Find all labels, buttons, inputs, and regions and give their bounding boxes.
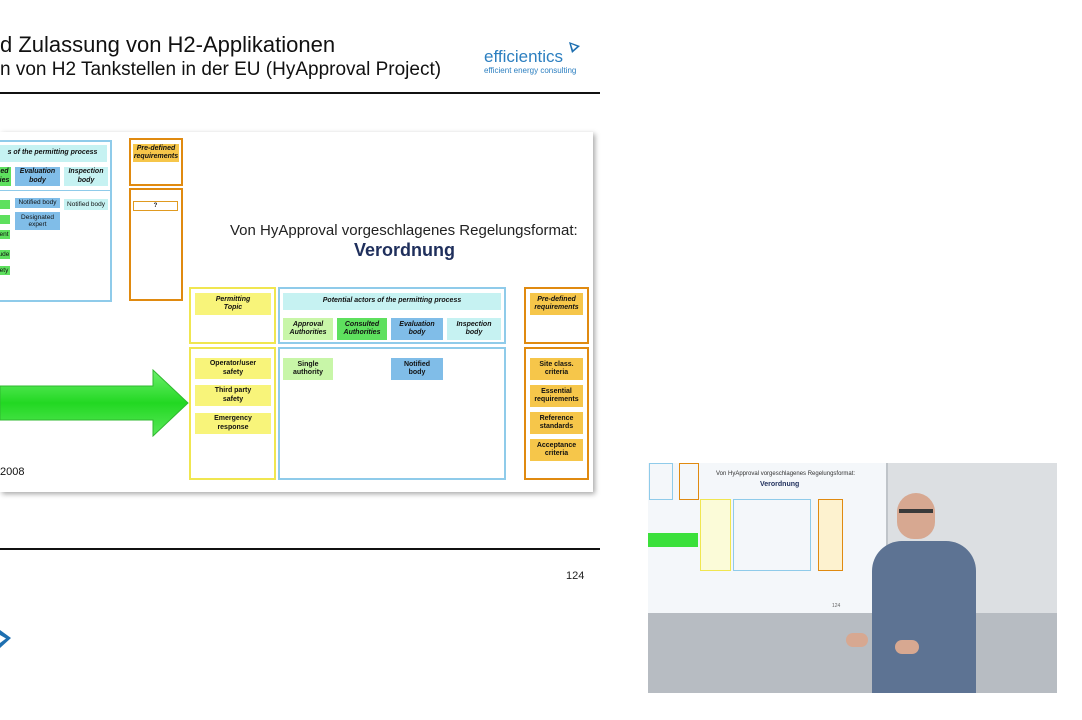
actors-items-frame: [278, 347, 506, 480]
predefined-site-class-criteria: Site class. criteria: [530, 358, 583, 380]
predefined-frame: [524, 287, 589, 344]
actors-col-approval: Approval Authorities: [283, 318, 333, 340]
topic-operator-user-safety: Operator/user safety: [195, 358, 271, 379]
permitting-topic-header: Permitting Topic: [195, 293, 271, 315]
permitting-topic-items-frame: [189, 347, 276, 480]
actors-notified-body: Notified body: [391, 358, 443, 380]
actors-col-inspection: Inspection body: [447, 318, 501, 340]
video-projection-screen: Von HyApproval vorgeschlagenes Regelungs…: [648, 463, 888, 613]
logo-fragment-icon: [0, 630, 11, 648]
left-row-item-5: ety: [0, 266, 10, 275]
left-col-partial: ed ies: [0, 167, 11, 186]
left-row-item-4: ude: [0, 250, 10, 259]
left-col-inspection: Inspection body: [64, 167, 108, 186]
presenter-hand-left: [846, 633, 868, 647]
presenter-glasses: [899, 509, 933, 513]
video-floor: [648, 613, 1057, 693]
logo-brand: efficientics: [484, 47, 564, 66]
logo-mark-icon: [569, 42, 580, 53]
proposal-heading: Von HyApproval vorgeschlagenes Regelungs…: [230, 222, 578, 239]
presenter-hand-right: [895, 640, 919, 654]
video-slide-predef: [818, 499, 843, 571]
left-row-item-2: [0, 215, 10, 224]
predefined-reference-standards: Reference standards: [530, 412, 583, 434]
left-designated-expert: Designated expert: [15, 212, 60, 230]
left-col-evaluation: Evaluation body: [15, 167, 60, 186]
permitting-topic-frame: [189, 287, 276, 344]
video-slide-topic: [700, 499, 731, 571]
video-slide-value: Verordnung: [760, 481, 800, 488]
video-slide-heading: Von HyApproval vorgeschlagenes Regelungs…: [716, 471, 856, 477]
slide-title-line1: d Zulassung von H2-Applikationen: [0, 32, 336, 57]
proposal-value: Verordnung: [354, 240, 456, 260]
year-label: 2008: [0, 466, 25, 478]
predefined-acceptance-criteria: Acceptance criteria: [530, 439, 583, 461]
topic-emergency-response: Emergency response: [195, 413, 271, 434]
predefined-header: Pre-defined requirements: [530, 293, 583, 315]
actors-col-evaluation: Evaluation body: [391, 318, 443, 340]
actors-header: Potential actors of the permitting proce…: [283, 293, 501, 310]
presenter-video[interactable]: Von HyApproval vorgeschlagenes Regelungs…: [648, 463, 1057, 693]
left-actors-inner-frame: [0, 190, 112, 302]
actors-frame: [278, 287, 506, 344]
top-predefined-lower-frame: [129, 188, 183, 301]
page-number: 124: [566, 570, 585, 582]
slide: d Zulassung von H2-Applikationen n von H…: [0, 22, 602, 600]
video-slide-box-a: [649, 463, 673, 500]
left-notified-body-2: Notified body: [64, 199, 108, 210]
footer-rule: [0, 548, 600, 550]
slide-title-line2: n von H2 Tankstellen in der EU (HyApprov…: [0, 59, 442, 80]
video-slide-arrow: [648, 533, 698, 547]
efficientics-logo: efficientics efficient energy consulting: [484, 47, 577, 76]
title-rule: [0, 92, 600, 94]
actors-col-consulted: Consulted Authorities: [337, 318, 387, 340]
predefined-essential-requirements: Essential requirements: [530, 385, 583, 407]
predefined-items-frame: [524, 347, 589, 480]
left-row-item-3: ent: [0, 230, 10, 239]
embedded-diagram: s of the permitting process ed ies Evalu…: [0, 132, 593, 492]
green-arrow: [0, 369, 189, 437]
video-slide-page-number: 124: [832, 603, 841, 609]
left-row-item-1: [0, 200, 10, 209]
top-predefined-frame: [129, 138, 183, 186]
logo-tagline: efficient energy consulting: [484, 66, 577, 75]
actors-single-authority: Single authority: [283, 358, 333, 380]
presenter-head: [897, 493, 935, 539]
video-slide-box-b: [679, 463, 699, 500]
top-predefined-value: ?: [133, 201, 178, 211]
presenter-body: [872, 541, 976, 693]
left-notified-body-1: Notified body: [15, 198, 60, 208]
video-slide-actors: [733, 499, 811, 571]
top-predefined-label: Pre-defined requirements: [133, 144, 179, 162]
topic-third-party-safety: Third party safety: [195, 385, 271, 406]
left-actors-header: s of the permitting process: [0, 145, 107, 162]
